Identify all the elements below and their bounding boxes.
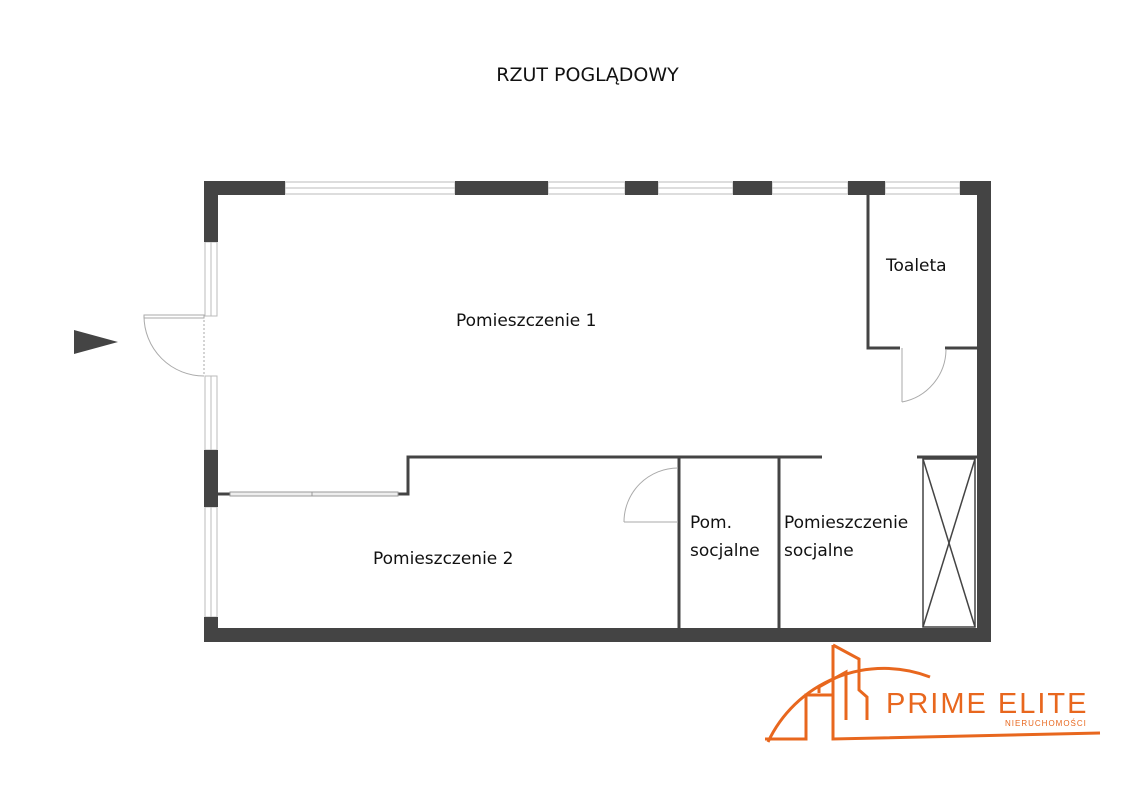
social-room-door [623, 467, 679, 523]
outer-walls [204, 181, 991, 642]
logo-mark [765, 643, 1101, 743]
toilet-door [901, 348, 947, 403]
logo-subtitle: NIERUCHOMOŚCI [1005, 719, 1087, 728]
windows [204, 181, 961, 618]
interior-walls [218, 195, 977, 628]
room-label-2: Pomieszczenie 2 [373, 549, 514, 569]
room-label-toilet: Toaleta [886, 256, 947, 276]
room-label-social-small-line2: socjalne [690, 541, 760, 561]
shaft [922, 458, 976, 628]
plan-title: RZUT POGLĄDOWY [496, 64, 679, 86]
sliding-door [229, 491, 399, 497]
entrance-arrow-icon [74, 330, 118, 354]
room-label-social-line2: socjalne [784, 541, 854, 561]
entrance-door [143, 314, 205, 377]
room-label-social-line1: Pomieszczenie [784, 513, 909, 533]
logo-name: PRIME ELITE [886, 688, 1089, 720]
room-label-social-small-line1: Pom. [690, 513, 733, 533]
room-label-1: Pomieszczenie 1 [456, 311, 597, 331]
